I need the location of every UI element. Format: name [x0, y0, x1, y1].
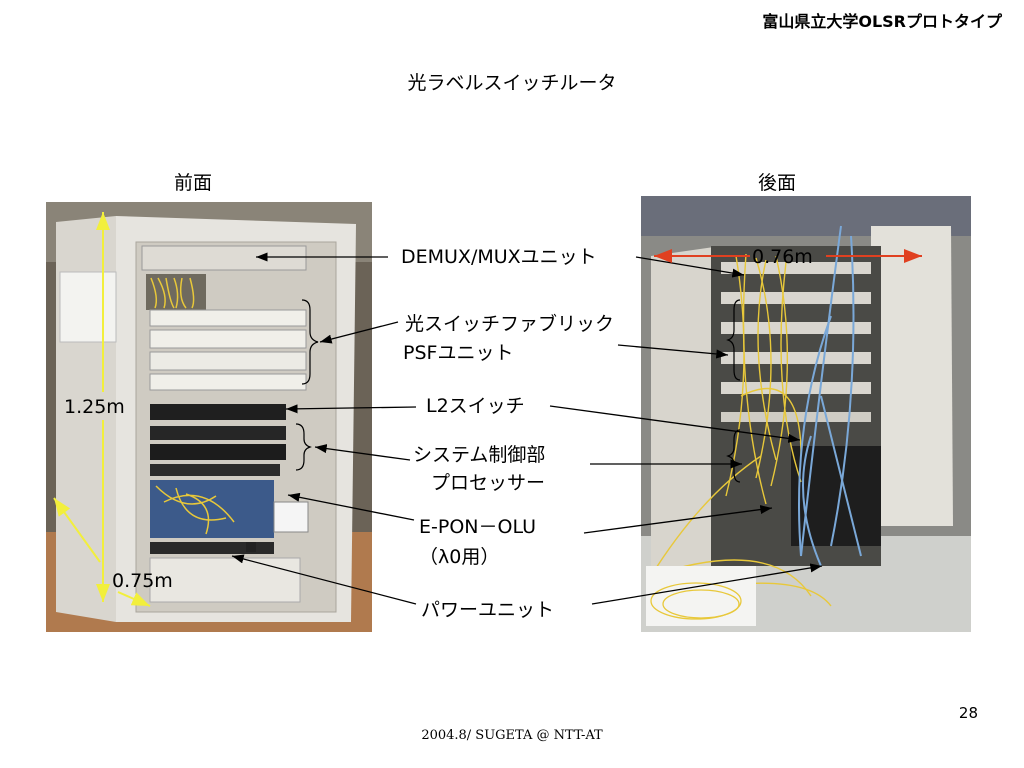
- label-l2: L2スイッチ: [426, 395, 525, 417]
- front-pointers: [231, 252, 417, 605]
- back-pointers: [549, 256, 823, 605]
- slide-title: 光ラベルスイッチルータ: [407, 72, 617, 94]
- label-power: パワーユニット: [421, 599, 555, 621]
- page-number: 28: [958, 704, 978, 722]
- front-label: 前面: [174, 172, 213, 194]
- label-demux: DEMUX/MUXユニット: [401, 246, 597, 268]
- header-title: 富山県立大学OLSRプロトタイプ: [762, 12, 1002, 31]
- label-processor: プロセッサー: [431, 472, 546, 494]
- back-photo: [641, 196, 971, 632]
- front-braces: [295, 299, 319, 471]
- dim-height-label: 1.25m: [64, 396, 125, 418]
- footer: 2004.8/ SUGETA @ NTT-AT: [421, 728, 603, 743]
- dim-width-label: 0.76m: [752, 246, 813, 268]
- dim-depth-label: 0.75m: [112, 570, 173, 592]
- label-epon-sub: （λ0用）: [419, 546, 500, 568]
- label-switch-fabric: 光スイッチファブリック: [405, 313, 615, 335]
- back-label: 後面: [758, 172, 797, 194]
- label-sys-ctrl: システム制御部: [413, 444, 546, 466]
- label-psf: PSFユニット: [403, 342, 514, 364]
- depth-dimension-arrow: [53, 497, 151, 607]
- front-photo: [46, 202, 372, 632]
- back-braces: [726, 299, 741, 483]
- label-epon: E-PON－OLU: [419, 516, 536, 538]
